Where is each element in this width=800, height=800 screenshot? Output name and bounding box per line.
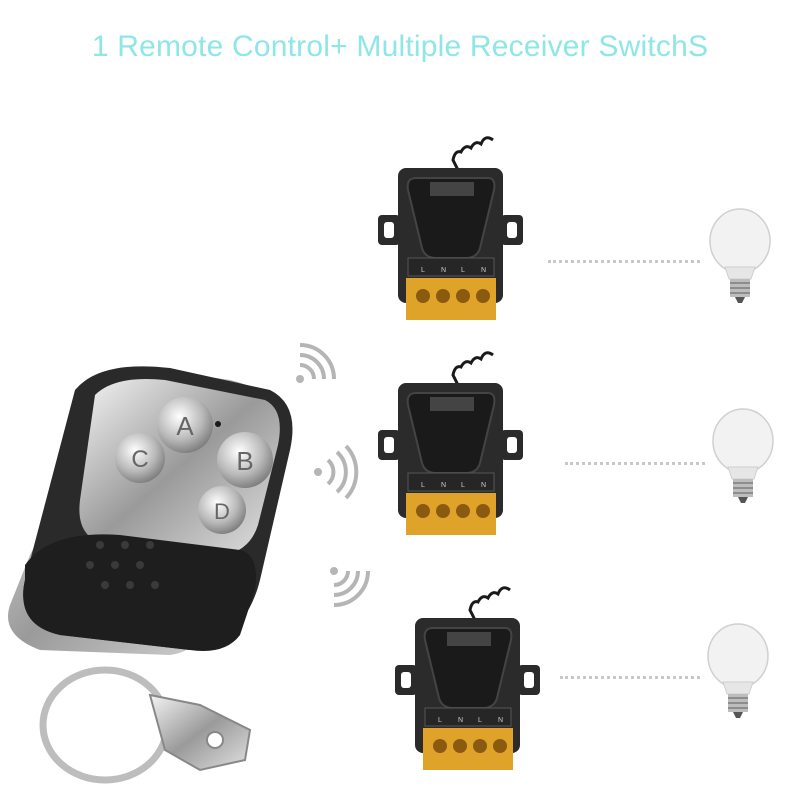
terminal-label: N bbox=[441, 267, 446, 274]
receiver-switch-2: L N L N bbox=[378, 351, 523, 535]
remote-grip-dots bbox=[86, 541, 159, 589]
signal-wave-icon bbox=[330, 567, 370, 607]
light-bulb-icon bbox=[712, 408, 774, 503]
keyring bbox=[39, 666, 252, 784]
terminal-label: L bbox=[438, 717, 442, 724]
terminal-label: N bbox=[481, 482, 486, 489]
terminal-label: L bbox=[461, 482, 465, 489]
button-d-label: D bbox=[214, 499, 230, 524]
button-b-label: B bbox=[236, 446, 253, 476]
remote-control: A B C D bbox=[8, 366, 293, 784]
button-c-label: C bbox=[131, 446, 148, 473]
terminal-label: L bbox=[478, 717, 482, 724]
signal-wave-icon bbox=[296, 343, 336, 383]
button-a-label: A bbox=[176, 411, 194, 441]
receiver-switch-3: L N L N bbox=[395, 586, 540, 770]
receiver-switch-1: L N L N bbox=[378, 136, 523, 320]
terminal-label: N bbox=[441, 482, 446, 489]
page-title: 1 Remote Control+ Multiple Receiver Swit… bbox=[91, 30, 709, 63]
connector-line bbox=[565, 462, 705, 465]
connector-line bbox=[548, 260, 700, 263]
signal-wave-icon bbox=[314, 444, 359, 500]
terminal-label: L bbox=[421, 482, 425, 489]
terminal-label: N bbox=[498, 717, 503, 724]
terminal-label: L bbox=[461, 267, 465, 274]
terminal-label: N bbox=[458, 717, 463, 724]
terminal-label: N bbox=[481, 267, 486, 274]
light-bulb-icon bbox=[707, 623, 769, 718]
terminal-label: L bbox=[421, 267, 425, 274]
remote-buttons: A B C D bbox=[115, 397, 273, 534]
connector-line bbox=[560, 676, 700, 679]
light-bulb-icon bbox=[709, 208, 771, 303]
